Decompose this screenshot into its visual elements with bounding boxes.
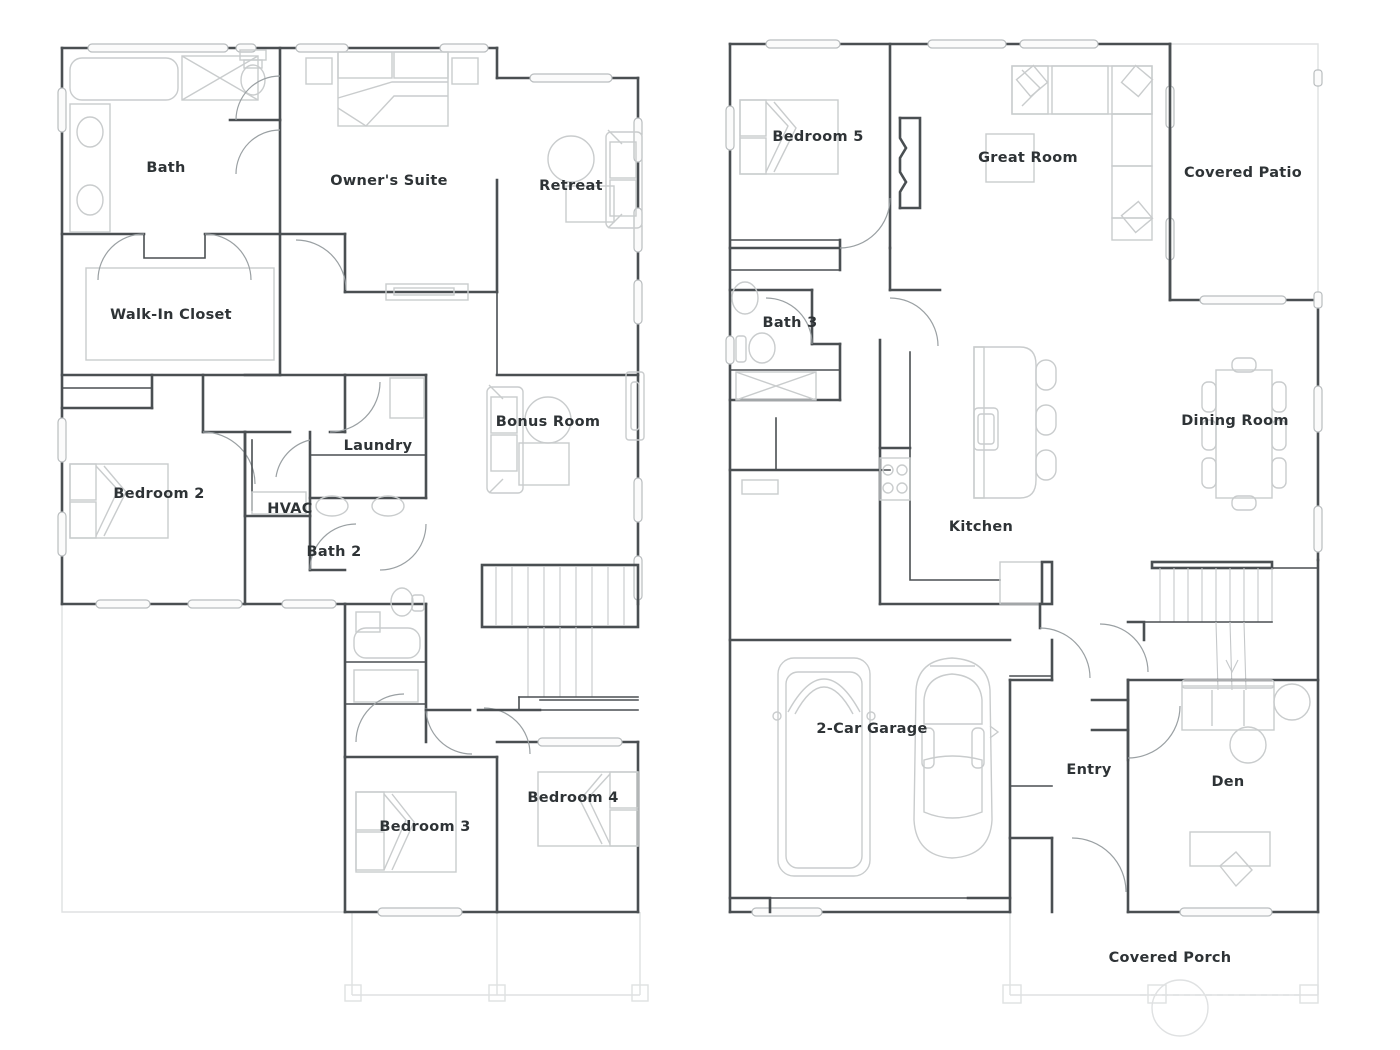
room-bedroom-3 xyxy=(355,791,457,873)
room-hvac xyxy=(243,430,312,518)
room-great-room xyxy=(985,42,1172,302)
stairs-main xyxy=(1099,560,1319,691)
room-bedroom-4 xyxy=(537,771,639,847)
label-retreat: Retreat xyxy=(539,178,603,194)
room-kitchen xyxy=(878,338,1091,679)
room-retreat xyxy=(495,129,643,377)
upper-floor-plan: Bath Owner's Suite Retreat Walk-In Close… xyxy=(57,43,649,1002)
upper-hall-bath xyxy=(343,587,639,755)
label-bedroom-2: Bedroom 2 xyxy=(113,486,204,502)
label-bath-3: Bath 3 xyxy=(762,315,817,331)
label-bedroom-4: Bedroom 4 xyxy=(527,790,618,806)
room-bath-3 xyxy=(728,281,942,495)
room-bath xyxy=(60,46,282,377)
room-bonus-room xyxy=(486,371,645,494)
main-footprint-outline xyxy=(1002,43,1319,1037)
room-entry xyxy=(1008,638,1181,914)
label-2-car-garage: 2-Car Garage xyxy=(816,721,927,737)
label-bath-2: Bath 2 xyxy=(306,544,361,560)
label-laundry: Laundry xyxy=(344,438,413,454)
label-bedroom-5: Bedroom 5 xyxy=(772,129,863,145)
upper-windows xyxy=(57,43,643,917)
main-floor-plan: Bedroom 5 Great Room Covered Patio Bath … xyxy=(725,39,1323,1037)
label-bath: Bath xyxy=(146,160,185,176)
label-entry: Entry xyxy=(1066,762,1112,778)
room-den xyxy=(1126,678,1320,888)
label-great-room: Great Room xyxy=(978,150,1078,166)
room-dining-room xyxy=(1201,357,1287,511)
label-hvac: HVAC xyxy=(267,501,312,517)
label-walk-in-closet: Walk-In Closet xyxy=(110,307,232,323)
room-laundry xyxy=(243,373,428,500)
stairs-upper xyxy=(480,563,640,711)
label-bonus-room: Bonus Room xyxy=(496,414,601,430)
label-kitchen: Kitchen xyxy=(949,519,1013,535)
upper-room-labels: Bath Owner's Suite Retreat Walk-In Close… xyxy=(110,160,618,835)
label-dining-room: Dining Room xyxy=(1181,413,1289,429)
label-covered-patio: Covered Patio xyxy=(1184,165,1302,181)
label-owners-suite: Owner's Suite xyxy=(330,173,448,189)
room-bedroom-2 xyxy=(60,373,256,606)
label-bedroom-3: Bedroom 3 xyxy=(379,819,470,835)
room-bath-2 xyxy=(308,454,428,572)
main-windows xyxy=(725,39,1323,917)
room-2-car-garage xyxy=(728,638,1053,914)
room-owners-suite xyxy=(278,51,499,301)
label-den: Den xyxy=(1211,774,1244,790)
upper-footprint-outline xyxy=(61,604,649,1002)
main-room-labels: Bedroom 5 Great Room Covered Patio Bath … xyxy=(762,129,1302,966)
label-covered-porch: Covered Porch xyxy=(1109,950,1232,966)
room-bedroom-5 xyxy=(728,42,922,292)
room-walk-in-closet xyxy=(60,233,282,377)
